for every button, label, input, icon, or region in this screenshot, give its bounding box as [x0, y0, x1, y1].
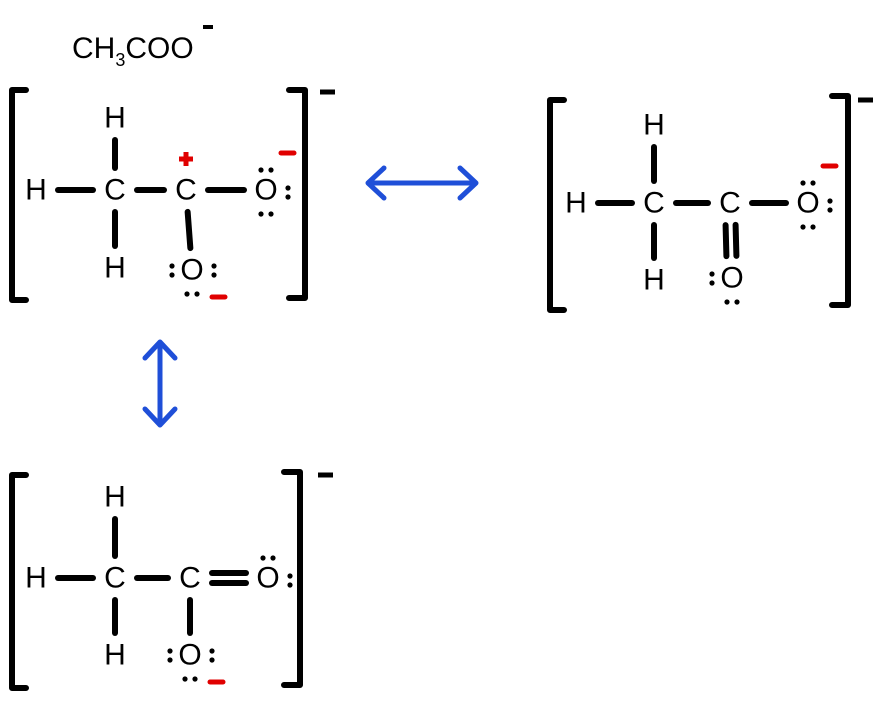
formal-charge-plus [179, 152, 193, 166]
right-bracket [829, 93, 851, 308]
lone-pair-electron [209, 657, 215, 663]
formula-title: CH3COO [72, 32, 194, 70]
lone-pair-electron [194, 291, 200, 297]
atom-o-right: O [256, 562, 279, 595]
lone-pair-electron [810, 224, 816, 230]
lone-pair-electron [211, 272, 217, 278]
lone-pair-electron [184, 291, 190, 297]
resonance-structure-2: H C C O H H O [547, 93, 873, 313]
lone-pair-electron [270, 555, 276, 561]
lone-pair-electron [258, 167, 264, 173]
lone-pair-electron [258, 211, 264, 217]
right-bracket [281, 469, 303, 688]
lone-pair-electron [810, 180, 816, 186]
atom-h-bottom: H [104, 252, 126, 285]
atom-h-left: H [25, 562, 47, 595]
atom-c1: C [643, 187, 665, 220]
lone-pair-electron [827, 198, 833, 204]
lone-pair-electron [169, 272, 175, 278]
bond-c-o-bottom-2 [732, 221, 740, 259]
right-bracket [286, 87, 308, 301]
lone-pair-electron [192, 676, 198, 682]
lone-pair-electron [209, 648, 215, 654]
lone-pair-electron [724, 299, 730, 305]
lone-pair-electron [709, 271, 715, 277]
lone-pair-electron [182, 676, 188, 682]
atom-o-bottom: O [720, 262, 743, 295]
lone-pair-electron [800, 224, 806, 230]
atom-c2: C [175, 174, 197, 207]
lone-pair-electron [287, 573, 293, 579]
lone-pair-electron [709, 280, 715, 286]
left-bracket [547, 97, 567, 313]
atom-h-top: H [104, 102, 126, 135]
left-bracket [9, 472, 29, 691]
resonance-arrow-horizontal-icon [365, 165, 479, 201]
lone-pair-electron [260, 555, 266, 561]
atom-o-bottom: O [178, 639, 201, 672]
atom-c1: C [104, 174, 126, 207]
lone-pair-electron [287, 582, 293, 588]
lone-pair-electron [285, 194, 291, 200]
atom-h-bottom: H [104, 639, 126, 672]
lone-pair-electron [268, 167, 274, 173]
bond-c-o-bottom-1 [722, 222, 730, 260]
lone-pair-electron [211, 263, 217, 269]
lone-pair-electron [734, 299, 740, 305]
atom-h-bottom: H [643, 264, 665, 297]
lone-pair-electron [268, 211, 274, 217]
atom-o-right: O [796, 187, 819, 220]
atom-c2: C [719, 187, 741, 220]
lone-pair-electron [167, 648, 173, 654]
lone-pair-electron [800, 180, 806, 186]
lone-pair-electron [827, 207, 833, 213]
atom-o-right: O [254, 174, 277, 207]
atom-c1: C [104, 562, 126, 595]
atom-h-top: H [104, 481, 126, 514]
left-bracket [9, 87, 29, 303]
atom-h-left: H [565, 187, 587, 220]
lone-pair-electron [285, 185, 291, 191]
atom-c2: C [179, 562, 201, 595]
atom-h-top: H [643, 109, 665, 142]
lone-pair-electron [167, 657, 173, 663]
lone-pair-electron [169, 263, 175, 269]
resonance-arrow-vertical-icon [142, 339, 178, 428]
atom-h-left: H [25, 174, 47, 207]
bond-c-o-bottom [184, 208, 194, 252]
resonance-structure-3: H C C O H H O [9, 469, 333, 691]
atom-o-bottom: O [180, 254, 203, 287]
resonance-structure-1: H C C O H H O [9, 87, 335, 303]
